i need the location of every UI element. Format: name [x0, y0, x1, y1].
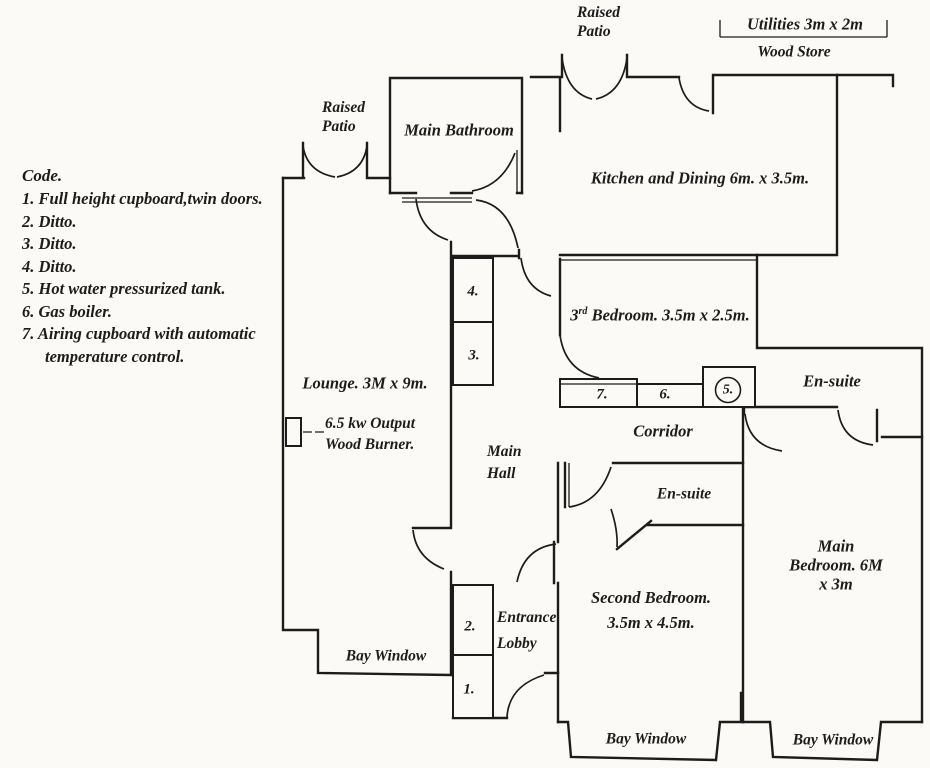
legend-item-2: 2. Ditto.: [22, 211, 77, 231]
legend-item-7: 7. Airing cupboard with automatic temper…: [22, 324, 256, 366]
label-raised-patio-left: Raised Patio: [322, 99, 366, 135]
legend-item-1: 1. Full height cupboard,twin doors.: [22, 189, 263, 208]
cupboard-2-label: 2.: [464, 618, 476, 635]
label-kitchen-dining: Kitchen and Dining 6m. x 3.5m.: [590, 168, 810, 188]
label-ensuite-second: En-suite: [656, 485, 712, 503]
label-third-bedroom: 3rd Bedroom. 3.5m x 2.5m.: [570, 305, 750, 325]
gas-boiler-6-label: 6.: [659, 386, 671, 403]
airing-cupboard-7-label: 7.: [596, 386, 608, 403]
cupboard-3-label: 3.: [468, 347, 480, 364]
label-main-hall: Main Hall: [487, 443, 522, 482]
legend-item-5: 5. Hot water pressurized tank.: [22, 279, 226, 298]
label-bay-window-second: Bay Window: [605, 730, 687, 748]
label-wood-store: Wood Store: [757, 43, 831, 61]
legend-item-6: 6. Gas boiler.: [22, 301, 112, 321]
label-main-bathroom: Main Bathroom: [404, 120, 514, 140]
label-corridor: Corridor: [633, 421, 693, 441]
label-bay-window-lounge: Bay Window: [345, 647, 427, 665]
legend-item-4: 4. Ditto.: [22, 256, 77, 276]
label-second-bedroom: Second Bedroom. 3.5m x 4.5m.: [590, 588, 712, 632]
legend: Code. 1. Full height cupboard,twin doors…: [22, 164, 292, 368]
legend-title: Code.: [22, 166, 63, 185]
label-bay-window-main: Bay Window: [792, 731, 874, 749]
cupboard-1-label: 1.: [463, 681, 475, 698]
legend-item-3: 3. Ditto.: [22, 234, 77, 253]
label-raised-patio-top: Raised Patio: [577, 4, 621, 40]
label-utilities: Utilities 3m x 2m: [747, 14, 863, 34]
label-main-bedroom: Main Bedroom. 6M x 3m: [789, 536, 883, 594]
label-ensuite-right: En-suite: [803, 371, 861, 391]
label-wood-burner: 6.5 kw Output Wood Burner.: [325, 415, 416, 453]
hot-water-tank-5-label: 5.: [722, 382, 734, 398]
label-entrance-lobby: Entrance Lobby: [497, 609, 557, 652]
label-lounge: Lounge. 3M x 9m.: [302, 373, 428, 393]
cupboard-4-label: 4.: [467, 283, 479, 300]
